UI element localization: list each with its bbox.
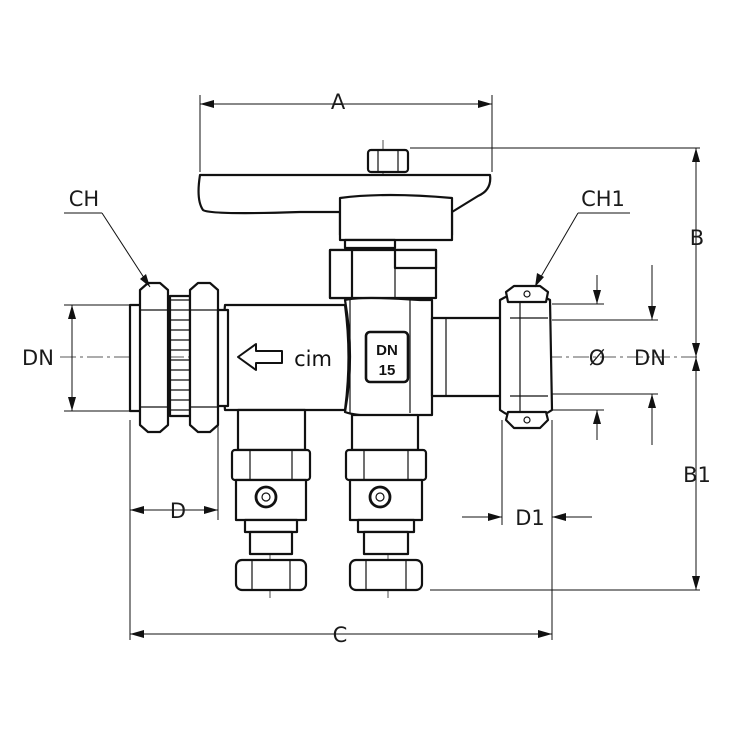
right-outlet: [344, 413, 428, 592]
dimension-label-d: D: [170, 499, 186, 523]
dn-plate-line2: 15: [379, 362, 396, 379]
dimension-label-d1: D1: [515, 506, 545, 530]
dn-plate-line1: DN: [376, 342, 398, 359]
dimension-label-c: C: [333, 623, 348, 647]
dimension-label-dn-left: DN: [22, 346, 54, 370]
dimension-label-diameter: Ø: [589, 346, 606, 370]
dimension-lines: [64, 95, 700, 640]
dimension-label-b1: B1: [683, 463, 711, 487]
valve-body: DN 15 cim: [221, 296, 434, 418]
dimension-label-b: B: [690, 226, 704, 250]
dimension-label-ch1: CH1: [581, 187, 625, 211]
stem-housing: [328, 248, 438, 300]
dimension-label-dn-right: DN: [634, 346, 666, 370]
brand-marking: cim: [294, 347, 332, 371]
flow-arrow-icon: [237, 343, 283, 371]
right-coupling: [430, 284, 554, 430]
dimension-label-a: A: [331, 90, 346, 114]
dimension-label-ch: CH: [69, 187, 99, 211]
thread: [168, 294, 192, 418]
left-outlet: [230, 408, 312, 592]
left-threaded-end: [128, 281, 230, 434]
dn-plate: [364, 330, 410, 384]
lever-handle: [197, 148, 492, 250]
